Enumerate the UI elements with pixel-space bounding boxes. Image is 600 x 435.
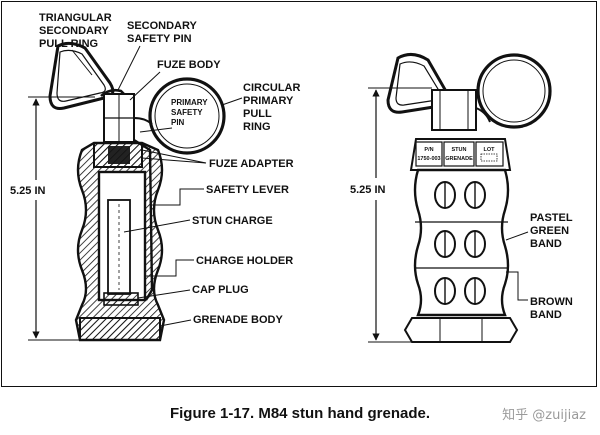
secondary-pin-label-2: SAFETY PIN xyxy=(127,33,192,45)
secondary-safety-pin-shape xyxy=(100,88,128,98)
cap-plug-shape xyxy=(103,292,139,306)
exterior-grenade: P/N 1750-003 STUN GRENADE LOT xyxy=(386,53,552,343)
grenade-body-label: GRENADE BODY xyxy=(193,314,284,326)
safety-lever-label: SAFETY LEVER xyxy=(206,184,289,196)
primary-pin-label-1: PRIMARY xyxy=(171,98,208,107)
lever-lot: LOT xyxy=(484,147,496,153)
lever-stun-2: GRENADE xyxy=(445,156,473,162)
pastel-band-label-1: PASTEL xyxy=(530,212,573,224)
triangular-ring-label-2: SECONDARY xyxy=(39,25,110,37)
stun-charge-label: STUN CHARGE xyxy=(192,215,273,227)
right-labels: PASTEL GREEN BAND BROWN BAND xyxy=(505,212,573,321)
brown-band-label-2: BAND xyxy=(530,309,562,321)
pastel-band-label-2: GREEN xyxy=(530,225,569,237)
circular-ring-label-2: PRIMARY xyxy=(243,95,294,107)
primary-pin-label-3: PIN xyxy=(171,118,185,127)
triangular-ring-label-1: TRIANGULAR xyxy=(39,12,112,24)
right-height-label: 5.25 IN xyxy=(350,184,386,196)
fuze-body-label: FUZE BODY xyxy=(157,59,221,71)
lever-pin-number: 1750-003 xyxy=(417,156,440,162)
lever-stun-1: STUN xyxy=(452,147,467,153)
cutaway-grenade xyxy=(48,41,226,342)
figure-caption: Figure 1-17. M84 stun hand grenade. xyxy=(169,405,431,422)
left-labels: TRIANGULAR SECONDARY PULL RING SECONDARY… xyxy=(39,12,300,327)
secondary-pin-label-1: SECONDARY xyxy=(127,20,198,32)
pastel-band-label-3: BAND xyxy=(530,238,562,250)
left-height-label: 5.25 IN xyxy=(10,185,46,197)
charge-holder-label: CHARGE HOLDER xyxy=(196,255,293,267)
circular-pull-ring-shape xyxy=(148,77,226,155)
fuze-adapter-label: FUZE ADAPTER xyxy=(209,158,294,170)
left-height-dimension: 5.25 IN xyxy=(10,96,95,341)
lever-pin-title: P/N xyxy=(424,147,433,153)
watermark: 知乎 @zuijiaz xyxy=(502,408,586,423)
primary-pin-label-2: SAFETY xyxy=(171,108,203,117)
brown-band-label-1: BROWN xyxy=(530,296,573,308)
triangular-ring-label-3: PULL RING xyxy=(39,38,98,50)
right-height-dimension: 5.25 IN xyxy=(350,87,432,343)
figure-frame xyxy=(1,1,597,387)
cap-plug-label: CAP PLUG xyxy=(192,284,249,296)
circular-ring-label-1: CIRCULAR xyxy=(243,82,300,94)
circular-ring-label-4: RING xyxy=(243,121,271,133)
circular-ring-label-3: PULL xyxy=(243,108,272,120)
